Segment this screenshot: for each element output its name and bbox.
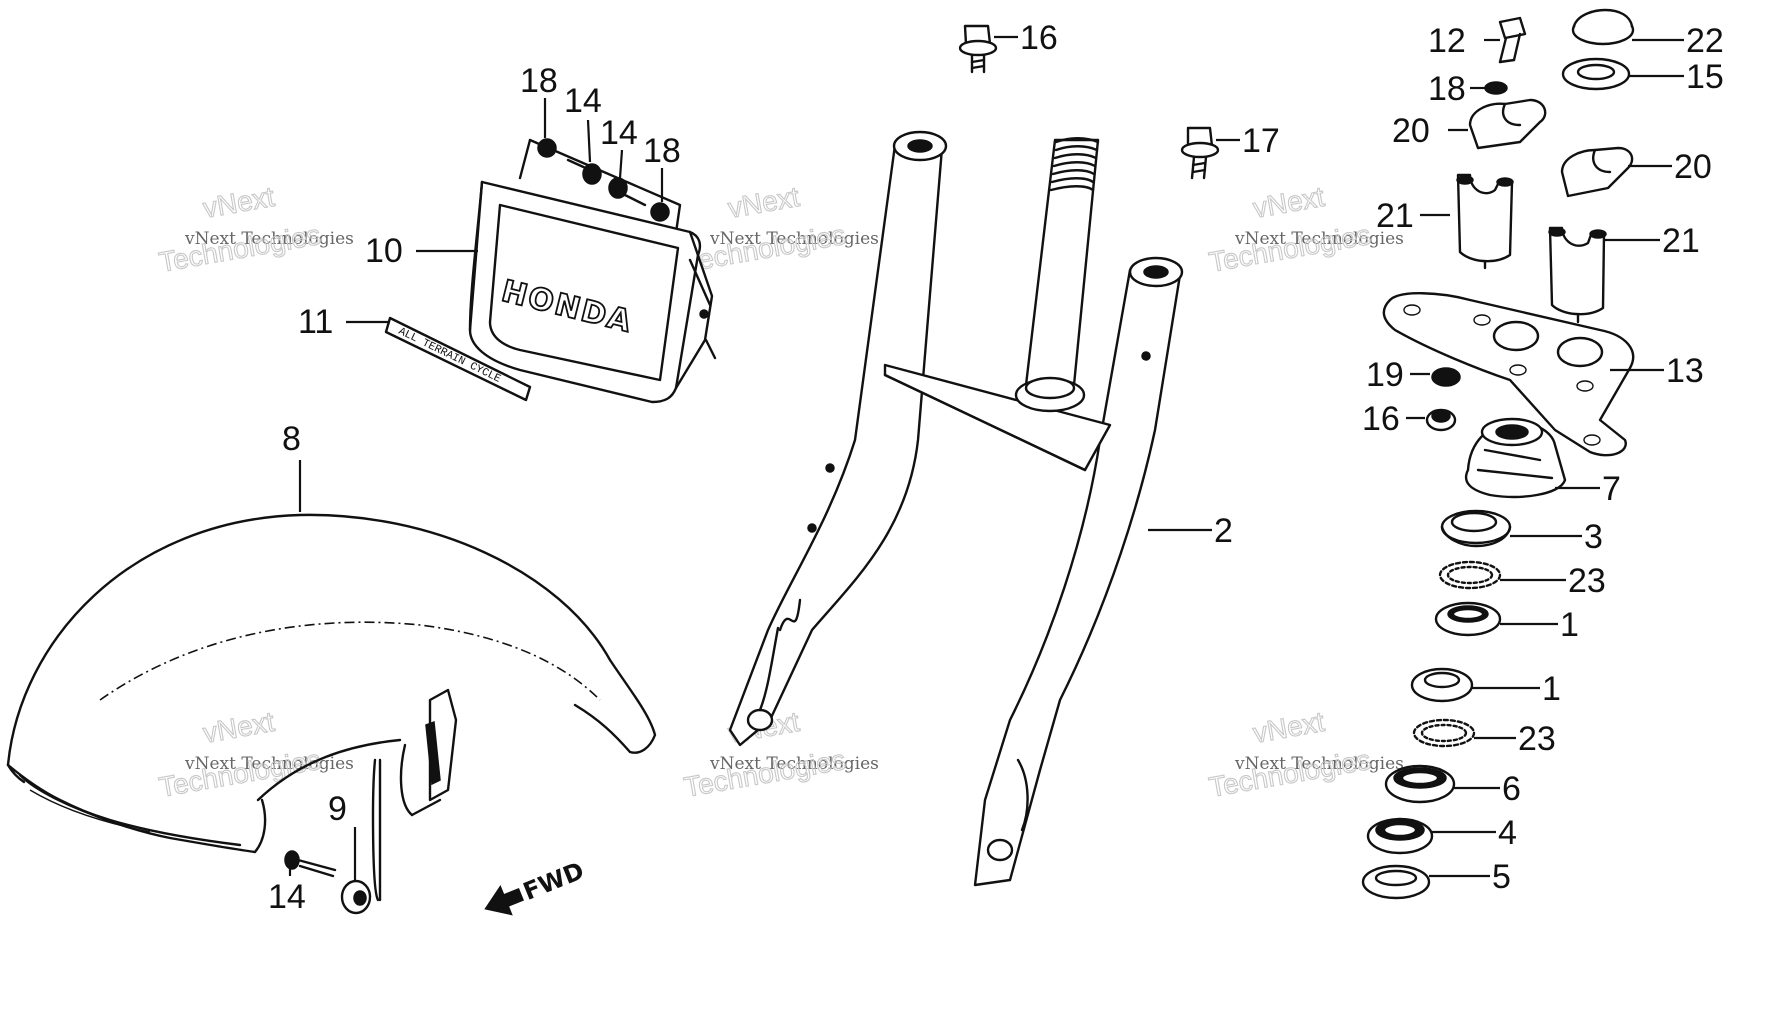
callout-19: 19 bbox=[1366, 356, 1404, 394]
callout-12: 11 bbox=[298, 303, 333, 341]
callout-16: 16 bbox=[1020, 19, 1058, 57]
plate-bolt-left bbox=[566, 158, 602, 185]
dust-seal bbox=[1366, 817, 1434, 855]
ball-race-bottom bbox=[1410, 667, 1474, 703]
callout-13: 12 bbox=[1428, 22, 1466, 60]
plate-nut-right bbox=[650, 202, 670, 222]
steel-balls-bottom bbox=[1412, 718, 1476, 748]
svg-text:vNext Technologies: vNext Technologies bbox=[709, 754, 879, 774]
callout-20: 20 bbox=[1392, 112, 1430, 150]
callout-17: 16 bbox=[1362, 400, 1400, 438]
plate-bolt-right bbox=[608, 177, 647, 207]
svg-text:vNext Technologies: vNext Technologies bbox=[1234, 229, 1404, 249]
callout-2: 2 bbox=[1214, 512, 1233, 550]
front-fender bbox=[6, 513, 657, 902]
plate-nut-left bbox=[537, 138, 557, 158]
callout-22: 22 bbox=[1686, 22, 1724, 60]
watermark: vNext vNext Technologies Technologies bbox=[1206, 180, 1404, 278]
callout-6: 6 bbox=[1502, 770, 1521, 808]
svg-text:Technologies: Technologies bbox=[157, 744, 323, 803]
svg-text:vNext: vNext bbox=[201, 181, 277, 224]
watermark: vNext vNext Technologies Technologies bbox=[156, 180, 354, 278]
svg-text:Technologies: Technologies bbox=[682, 219, 848, 278]
number-plate: HONDA bbox=[468, 138, 717, 404]
callout-7: 7 bbox=[1602, 470, 1621, 508]
callout-8: 13 bbox=[1666, 352, 1704, 390]
steering-adjust-nut bbox=[1464, 417, 1567, 498]
bolt-washer bbox=[1484, 81, 1508, 95]
callout-14: 14 bbox=[564, 82, 602, 120]
callout-4: 4 bbox=[1498, 814, 1517, 852]
svg-text:Technologies: Technologies bbox=[682, 744, 848, 803]
callout-18: 18 bbox=[520, 62, 558, 100]
fork-bolt-side bbox=[1180, 126, 1220, 180]
callout-20: 20 bbox=[1674, 148, 1712, 186]
dust-seal-washer bbox=[1361, 864, 1431, 900]
svg-text:Technologies: Technologies bbox=[1207, 744, 1373, 803]
watermark: vNext vNext Technologies Technologies bbox=[681, 705, 879, 803]
top-cone-race bbox=[1440, 509, 1512, 548]
callout-5: 5 bbox=[1492, 858, 1511, 896]
stem-washer bbox=[1561, 57, 1631, 91]
steel-balls-top bbox=[1438, 560, 1502, 590]
fender-bolt bbox=[284, 850, 337, 878]
fork-bolt-top bbox=[958, 24, 998, 74]
callout-21: 21 bbox=[1662, 222, 1700, 260]
svg-text:vNext Technologies: vNext Technologies bbox=[184, 229, 354, 249]
callout-16: 17 bbox=[1242, 122, 1280, 160]
svg-text:vNext Technologies: vNext Technologies bbox=[1234, 754, 1404, 774]
bridge-nut-19 bbox=[1431, 367, 1461, 387]
callout-15: 15 bbox=[1686, 58, 1724, 96]
callout-labels: 8 10 11 9 14 18 14 14 18 16 17 2 12 18 2… bbox=[268, 19, 1724, 916]
svg-text:vNext: vNext bbox=[1251, 181, 1327, 224]
callout-23: 23 bbox=[1518, 720, 1556, 758]
callout-18: 18 bbox=[1428, 70, 1466, 108]
svg-text:vNext Technologies: vNext Technologies bbox=[184, 754, 354, 774]
handlebar-lower-holder-left bbox=[1456, 173, 1514, 270]
callout-3: 3 bbox=[1584, 518, 1603, 556]
bridge-nut-17 bbox=[1425, 408, 1457, 432]
front-fork bbox=[728, 130, 1184, 887]
callout-10: 9 bbox=[328, 790, 347, 828]
handlebar-upper-holder-left bbox=[1468, 98, 1547, 150]
callout-21: 21 bbox=[1376, 197, 1414, 235]
callout-14: 14 bbox=[600, 114, 638, 152]
svg-text:vNext: vNext bbox=[1251, 706, 1327, 749]
svg-text:vNext: vNext bbox=[201, 706, 277, 749]
callout-1: 1 bbox=[1560, 606, 1579, 644]
watermarks: vNext vNext Technologies Technologies vN… bbox=[156, 180, 1404, 803]
bottom-cone-race bbox=[1384, 764, 1456, 804]
callout-18: 18 bbox=[643, 132, 681, 170]
watermark: vNext vNext Technologies Technologies bbox=[681, 180, 879, 278]
fork-top-bridge bbox=[1382, 292, 1635, 457]
handlebar-bolt bbox=[1498, 16, 1527, 64]
handlebar-upper-holder-right bbox=[1560, 146, 1634, 198]
forward-arrow: FWD bbox=[484, 857, 588, 916]
forward-label: FWD bbox=[519, 857, 588, 906]
ball-race-top bbox=[1434, 601, 1502, 637]
watermark: vNext vNext Technologies Technologies bbox=[156, 705, 354, 803]
watermark: vNext vNext Technologies Technologies bbox=[1206, 705, 1404, 803]
svg-text:Technologies: Technologies bbox=[1207, 219, 1373, 278]
svg-text:Technologies: Technologies bbox=[157, 219, 323, 278]
svg-text:vNext: vNext bbox=[726, 181, 802, 224]
callout-11: 10 bbox=[365, 232, 403, 270]
leader-lines bbox=[288, 35, 1684, 882]
callout-1: 1 bbox=[1542, 670, 1561, 708]
svg-text:vNext Technologies: vNext Technologies bbox=[709, 229, 879, 249]
fender-washer bbox=[340, 879, 372, 915]
callout-9: 8 bbox=[282, 420, 301, 458]
handlebar-lower-holder-right bbox=[1548, 226, 1607, 324]
callout-23: 23 bbox=[1568, 562, 1606, 600]
stem-cap-nut bbox=[1571, 8, 1635, 46]
callout-14: 14 bbox=[268, 878, 306, 916]
